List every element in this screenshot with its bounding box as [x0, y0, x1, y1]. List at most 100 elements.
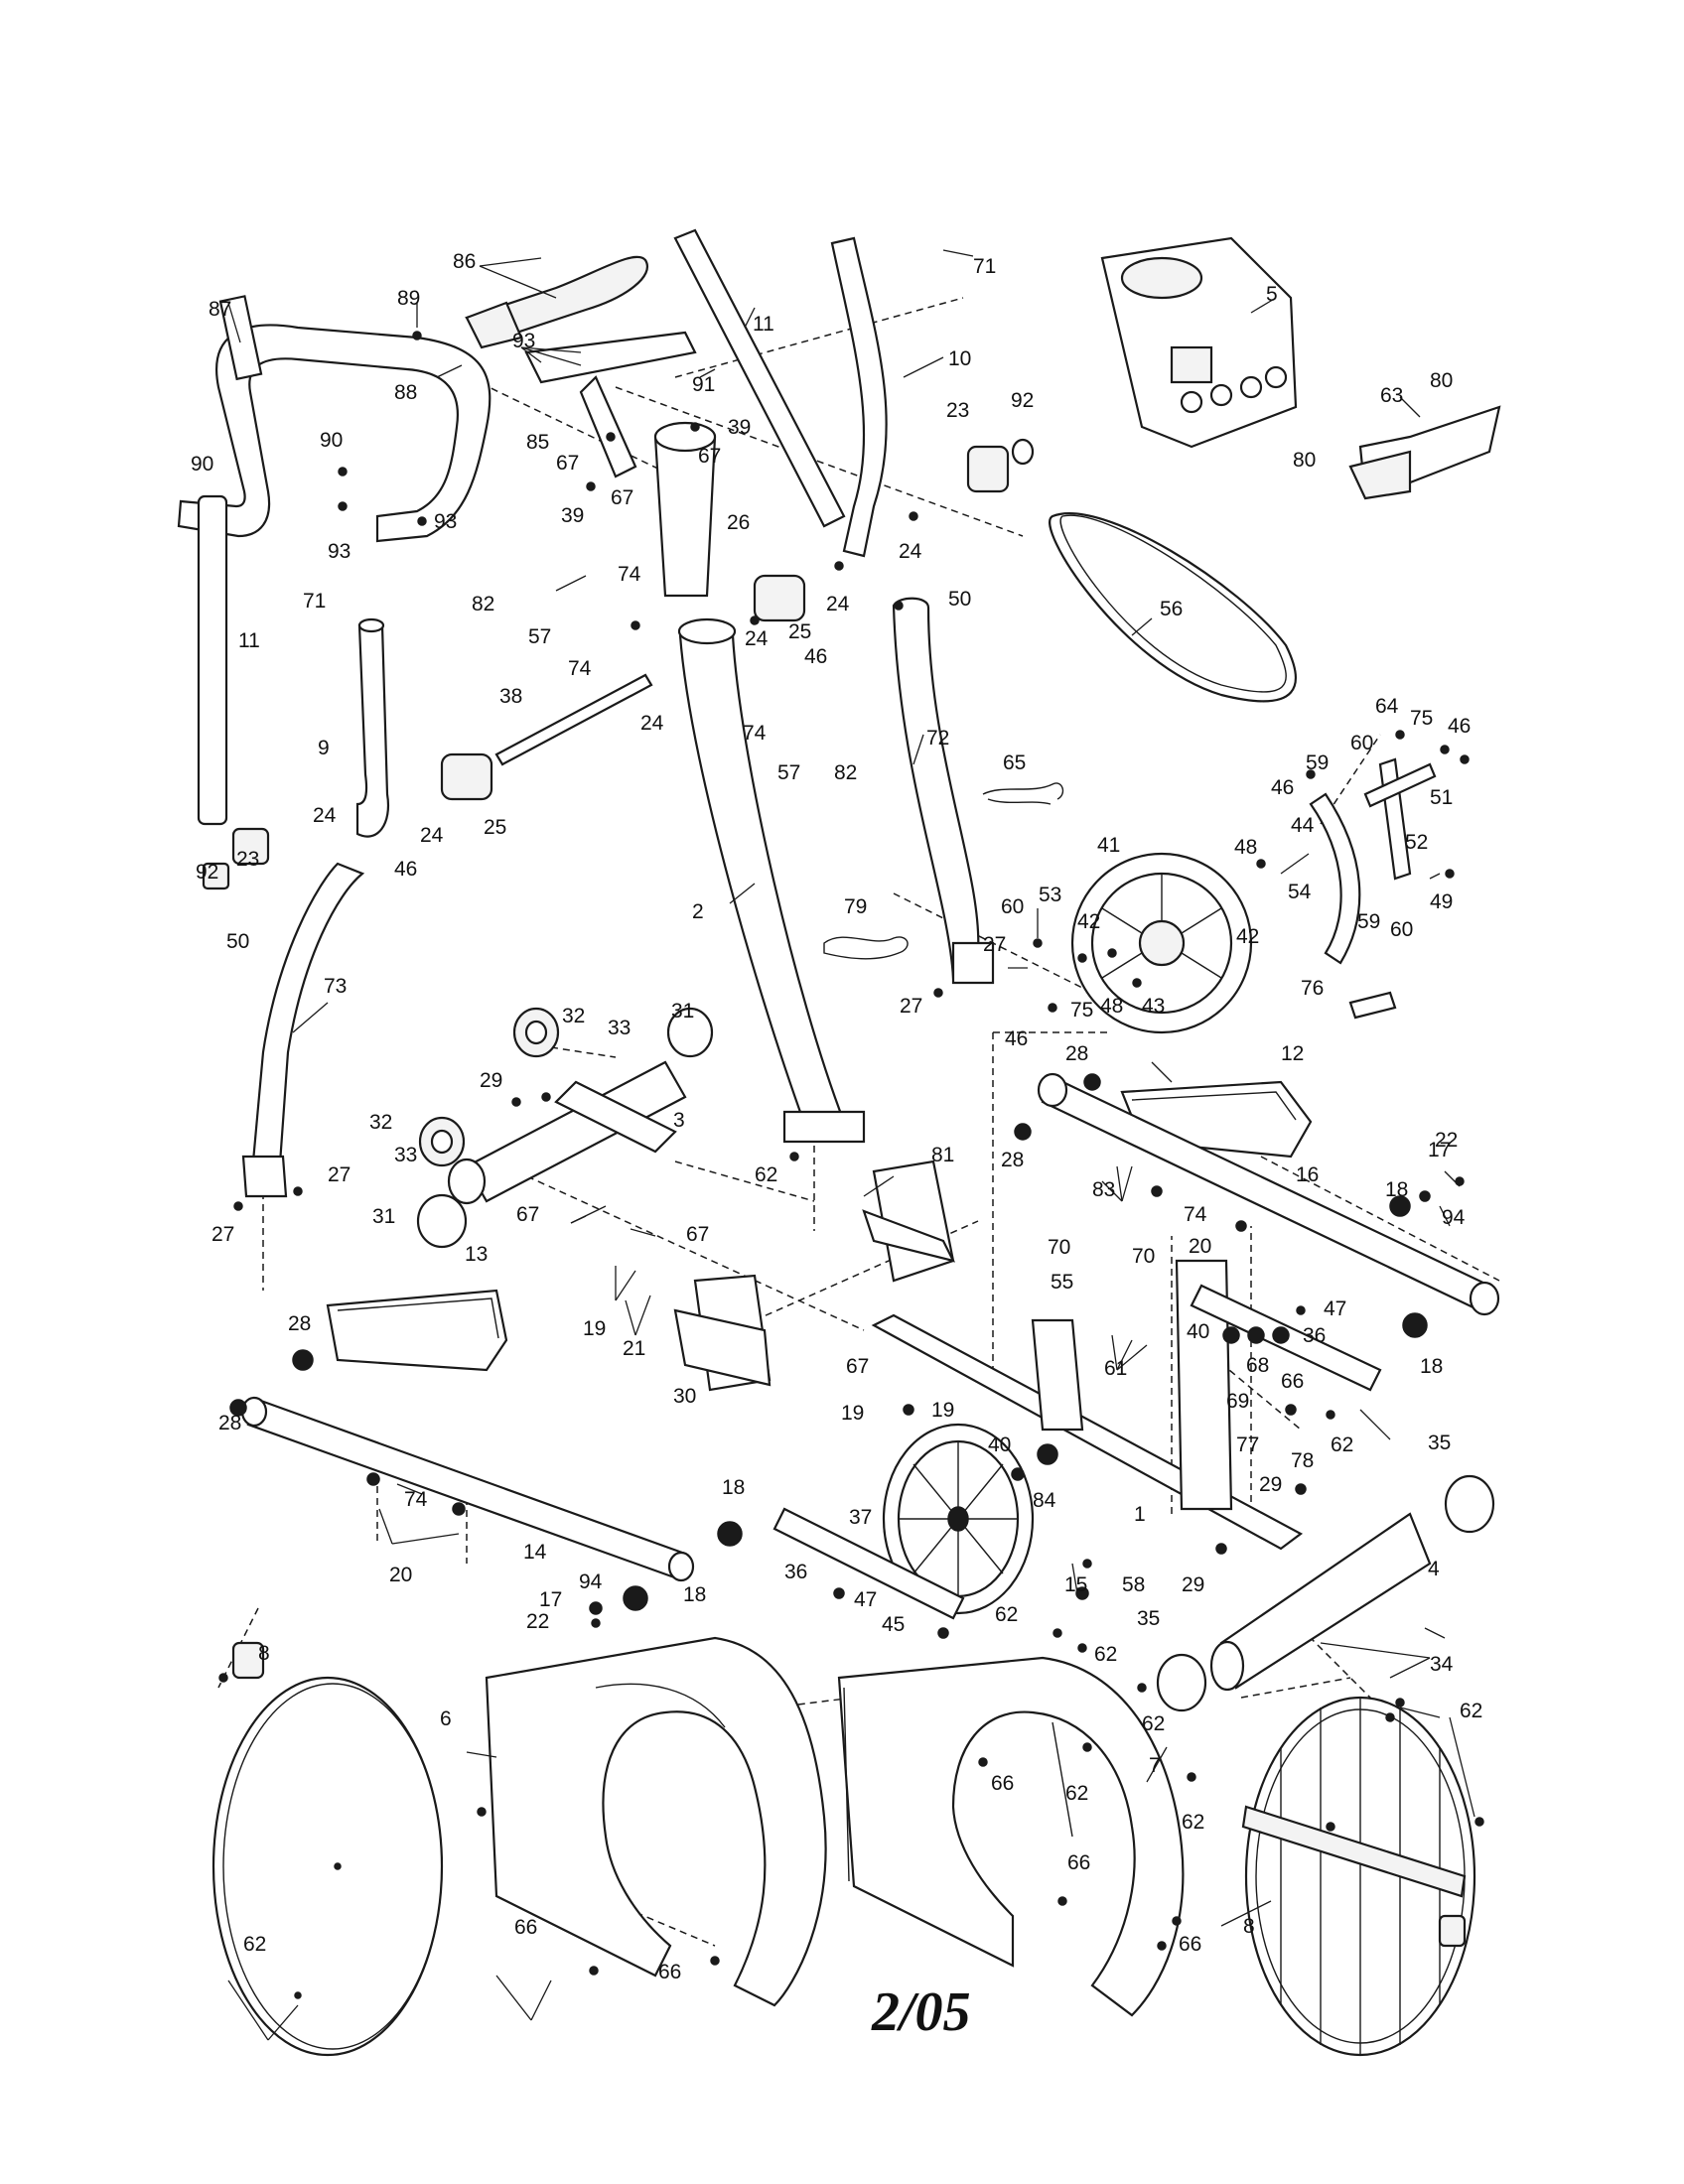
callout-64: 64	[1375, 695, 1399, 718]
callout-20: 20	[389, 1564, 412, 1586]
callout-44: 44	[1291, 814, 1315, 837]
callout-32: 32	[369, 1111, 392, 1134]
callout-74: 74	[1184, 1203, 1207, 1226]
callout-24: 24	[745, 627, 769, 650]
callout-68: 68	[1246, 1354, 1269, 1377]
callout-62: 62	[1182, 1811, 1204, 1834]
callout-27: 27	[983, 933, 1006, 956]
callout-9: 9	[318, 737, 330, 759]
callout-23: 23	[946, 399, 969, 422]
callout-62: 62	[995, 1603, 1018, 1626]
callout-47: 47	[1324, 1297, 1346, 1320]
callout-86: 86	[453, 250, 476, 273]
hardware-fasteners	[218, 331, 1484, 1976]
callout-48: 48	[1100, 995, 1123, 1018]
bracket-81	[862, 1160, 956, 1283]
callout-45: 45	[882, 1613, 905, 1636]
callout-40: 40	[988, 1433, 1011, 1456]
callout-24: 24	[826, 593, 850, 615]
disc-cover-8-right	[1241, 1696, 1476, 2057]
callout-94: 94	[579, 1570, 603, 1593]
callout-47: 47	[854, 1588, 877, 1611]
callout-82: 82	[834, 761, 857, 784]
axle-38	[494, 673, 653, 766]
callout-46: 46	[1005, 1027, 1028, 1050]
callout-74: 74	[404, 1488, 428, 1511]
callout-60: 60	[1390, 918, 1413, 941]
callout-31: 31	[372, 1205, 395, 1228]
callout-42: 42	[1077, 910, 1100, 933]
callout-90: 90	[191, 453, 213, 476]
callout-23: 23	[236, 848, 259, 871]
callout-19: 19	[841, 1402, 864, 1425]
callout-11: 11	[238, 629, 260, 652]
callout-37: 37	[849, 1506, 872, 1529]
callout-14: 14	[523, 1541, 547, 1564]
callout-69: 69	[1226, 1390, 1249, 1413]
callout-7: 7	[1149, 1754, 1161, 1777]
callout-18: 18	[722, 1476, 745, 1499]
callout-84: 84	[1033, 1489, 1056, 1512]
cable-79	[823, 936, 909, 960]
callout-80: 80	[1293, 449, 1316, 472]
callout-82: 82	[472, 593, 494, 615]
callout-2: 2	[692, 900, 704, 923]
flywheel-37	[882, 1423, 1035, 1615]
callout-74: 74	[618, 563, 641, 586]
callout-29: 29	[480, 1069, 502, 1092]
callout-54: 54	[1288, 881, 1312, 903]
callout-61: 61	[1104, 1357, 1127, 1380]
callout-35: 35	[1428, 1432, 1451, 1454]
callout-42: 42	[1236, 925, 1259, 948]
callout-76: 76	[1301, 977, 1324, 1000]
callout-57: 57	[528, 625, 551, 648]
callout-38: 38	[499, 685, 522, 708]
callout-39: 39	[728, 416, 751, 439]
callout-67: 67	[698, 445, 721, 468]
spring-76	[1348, 991, 1397, 1020]
tube-11-upper	[673, 228, 846, 528]
callout-29: 29	[1182, 1573, 1204, 1596]
bearing-32	[418, 1007, 560, 1167]
callout-28: 28	[218, 1412, 241, 1434]
callout-62: 62	[1460, 1700, 1482, 1722]
callout-33: 33	[394, 1144, 417, 1166]
callout-92: 92	[1011, 389, 1034, 412]
callout-85: 85	[526, 431, 549, 454]
callout-28: 28	[1065, 1042, 1088, 1065]
footer-date: 2/05	[871, 1981, 971, 2043]
shroud-30	[673, 1274, 772, 1392]
callout-30: 30	[673, 1385, 696, 1408]
callout-13: 13	[465, 1243, 488, 1266]
callout-43: 43	[1142, 995, 1165, 1018]
frame-upright-2	[677, 617, 866, 1144]
callout-46: 46	[1271, 776, 1294, 799]
callout-90: 90	[320, 429, 343, 452]
callout-79: 79	[844, 895, 867, 918]
callout-94: 94	[1442, 1206, 1466, 1229]
callout-93: 93	[512, 330, 535, 352]
callout-8: 8	[1243, 1915, 1255, 1938]
callout-83: 83	[1092, 1178, 1115, 1201]
callout-18: 18	[1420, 1355, 1443, 1378]
callout-65: 65	[1003, 751, 1026, 774]
arm-72	[892, 597, 995, 985]
callout-labels: 86 87 89 88 93 91 11 10 71 5 80 63 80 23…	[191, 250, 1482, 1983]
callout-19: 19	[931, 1399, 954, 1422]
callout-92: 92	[196, 861, 218, 884]
callout-67: 67	[611, 486, 633, 509]
callout-77: 77	[1236, 1433, 1259, 1456]
callout-22: 22	[526, 1610, 549, 1633]
callout-59: 59	[1357, 910, 1380, 933]
callout-56: 56	[1160, 598, 1183, 620]
callout-24: 24	[313, 804, 337, 827]
callout-58: 58	[1122, 1573, 1145, 1596]
callout-17: 17	[1428, 1139, 1451, 1161]
callout-66: 66	[1179, 1933, 1201, 1956]
callout-12: 12	[1281, 1042, 1304, 1065]
callout-20: 20	[1189, 1235, 1211, 1258]
belt-56	[1049, 512, 1297, 703]
callout-88: 88	[394, 381, 417, 404]
callout-72: 72	[926, 727, 949, 750]
